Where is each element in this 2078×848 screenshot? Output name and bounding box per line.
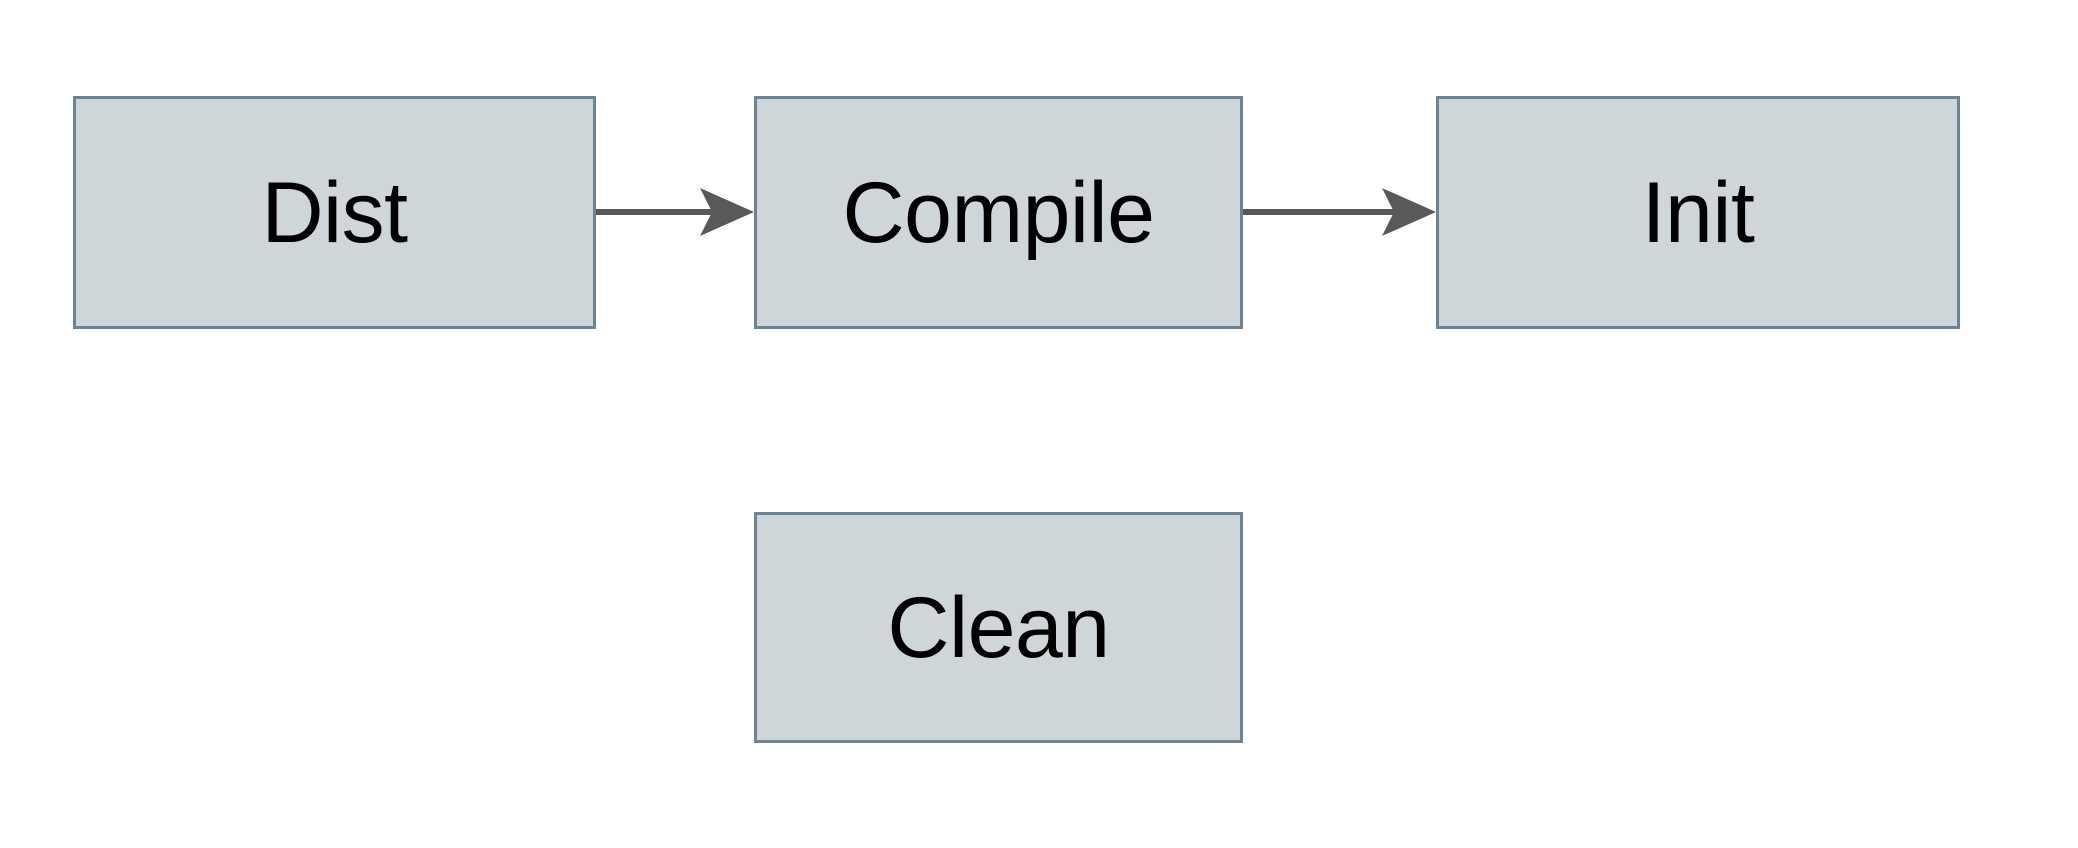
node-dist-label: Dist — [261, 164, 408, 261]
node-init[interactable]: Init — [1436, 96, 1960, 329]
node-compile-label: Compile — [842, 164, 1155, 261]
node-clean[interactable]: Clean — [754, 512, 1243, 743]
node-clean-label: Clean — [887, 579, 1110, 676]
edge-dist-to-compile[interactable] — [596, 188, 754, 236]
edge-compile-to-init[interactable] — [1243, 188, 1436, 236]
node-dist[interactable]: Dist — [73, 96, 596, 329]
node-compile[interactable]: Compile — [754, 96, 1243, 329]
node-init-label: Init — [1641, 164, 1755, 261]
arrowhead-icon — [700, 188, 754, 236]
arrowhead-icon — [1382, 188, 1436, 236]
